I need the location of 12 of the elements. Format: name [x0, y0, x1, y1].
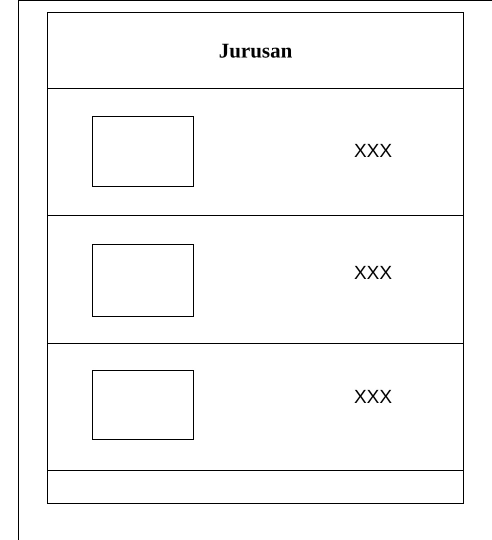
table-row: [47, 343, 464, 471]
empty-box: [92, 244, 194, 317]
table-row: [47, 215, 464, 344]
table-heading: Jurusan: [218, 38, 294, 63]
row-value: XXX: [352, 141, 394, 163]
row-value: XXX: [352, 387, 394, 409]
row-value: XXX: [352, 263, 394, 285]
footer-row: [47, 470, 464, 504]
empty-box: [92, 370, 194, 440]
table-row: [47, 88, 464, 216]
empty-box: [92, 116, 194, 187]
header-row: [47, 12, 464, 89]
